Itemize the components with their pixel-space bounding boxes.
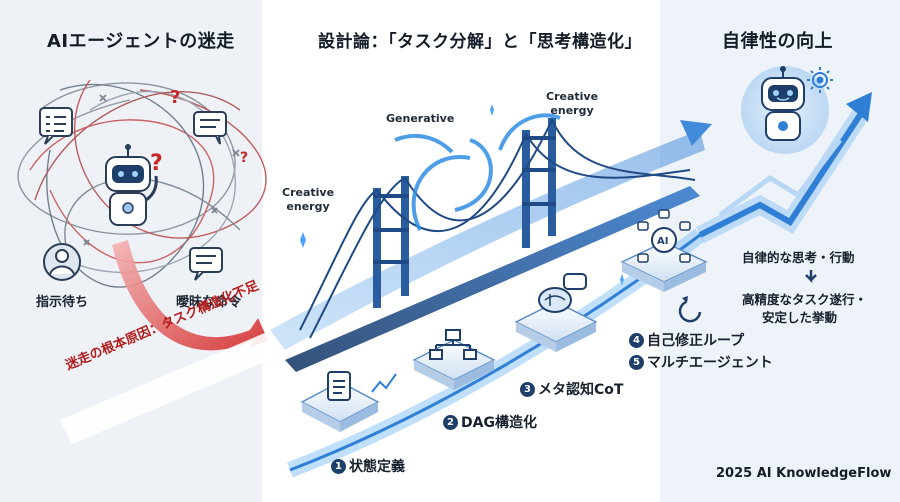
label-generative: Generative	[386, 112, 455, 125]
text-autonomous-behavior: 自律的な思考・行動	[742, 250, 855, 265]
label-ambiguous-command: 曖昧な命令	[176, 295, 242, 310]
message-bubble-icon-bottom	[189, 247, 223, 281]
step-number-badge: 3	[520, 381, 535, 397]
confused-robot: ?	[105, 144, 163, 226]
text-precision-line2: 安定した挙動	[762, 310, 838, 325]
x-mark-icons	[83, 94, 240, 246]
step-label: メタ認知CoT	[538, 382, 624, 398]
step-multi-agent: 5 マルチエージェント	[629, 352, 773, 372]
step-number-badge: 1	[331, 458, 346, 474]
waiting-person-icon	[43, 243, 81, 281]
down-arrow-icon	[805, 270, 817, 284]
svg-text:AI: AI	[657, 236, 668, 247]
checklist-bubble-icon	[39, 107, 73, 145]
label-creative-energy-top: Creative energy	[546, 90, 599, 117]
happy-robot-circle	[741, 66, 829, 154]
energy-swirls	[394, 113, 561, 231]
self-correction-loop-icon	[678, 300, 702, 323]
suspension-bridge	[299, 117, 696, 339]
message-bubble-icon-top	[193, 111, 227, 145]
platform-dag	[412, 329, 496, 390]
left-panel-title: AIエージェントの迷走	[47, 31, 235, 52]
label-creative-energy-left: Creative energy	[282, 186, 335, 213]
footer-credit: 2025 AI KnowledgeFlow	[716, 466, 892, 481]
step-number-badge: 2	[443, 414, 458, 430]
red-banner-band	[60, 318, 312, 444]
step-metacognition-cot: 3 メタ認知CoT	[520, 379, 623, 399]
step-label: マルチエージェント	[647, 355, 773, 371]
step-number-badge: 5	[629, 354, 644, 370]
label-waiting-for-instructions: 指示待ち	[36, 295, 89, 310]
step-dag: 2 DAG構造化	[443, 412, 537, 432]
step-label: DAG構造化	[461, 415, 537, 431]
svg-text:?: ?	[240, 150, 248, 166]
gear-icon	[807, 67, 833, 93]
rising-growth-arrow	[695, 92, 872, 244]
step-state-definition: 1 状態定義	[331, 456, 405, 476]
platform-state-definition	[300, 371, 397, 432]
red-cause-arrow	[112, 240, 268, 351]
step-label: 状態定義	[349, 459, 405, 475]
svg-text:?: ?	[170, 87, 180, 108]
right-panel-title: 自律性の向上	[722, 31, 833, 52]
step-number-badge: 4	[629, 332, 644, 348]
step-self-correction-loop: 4 自己修正ループ	[629, 330, 744, 350]
middle-panel-title: 設計論：「タスク分解」と「思考構造化」	[318, 32, 642, 52]
platform-ai-hub: AI	[620, 209, 708, 292]
step-label: 自己修正ループ	[647, 333, 745, 349]
platform-metacognition	[514, 273, 598, 352]
text-precision-line1: 高精度なタスク遂行・	[742, 292, 868, 307]
svg-text:?: ?	[150, 151, 163, 176]
